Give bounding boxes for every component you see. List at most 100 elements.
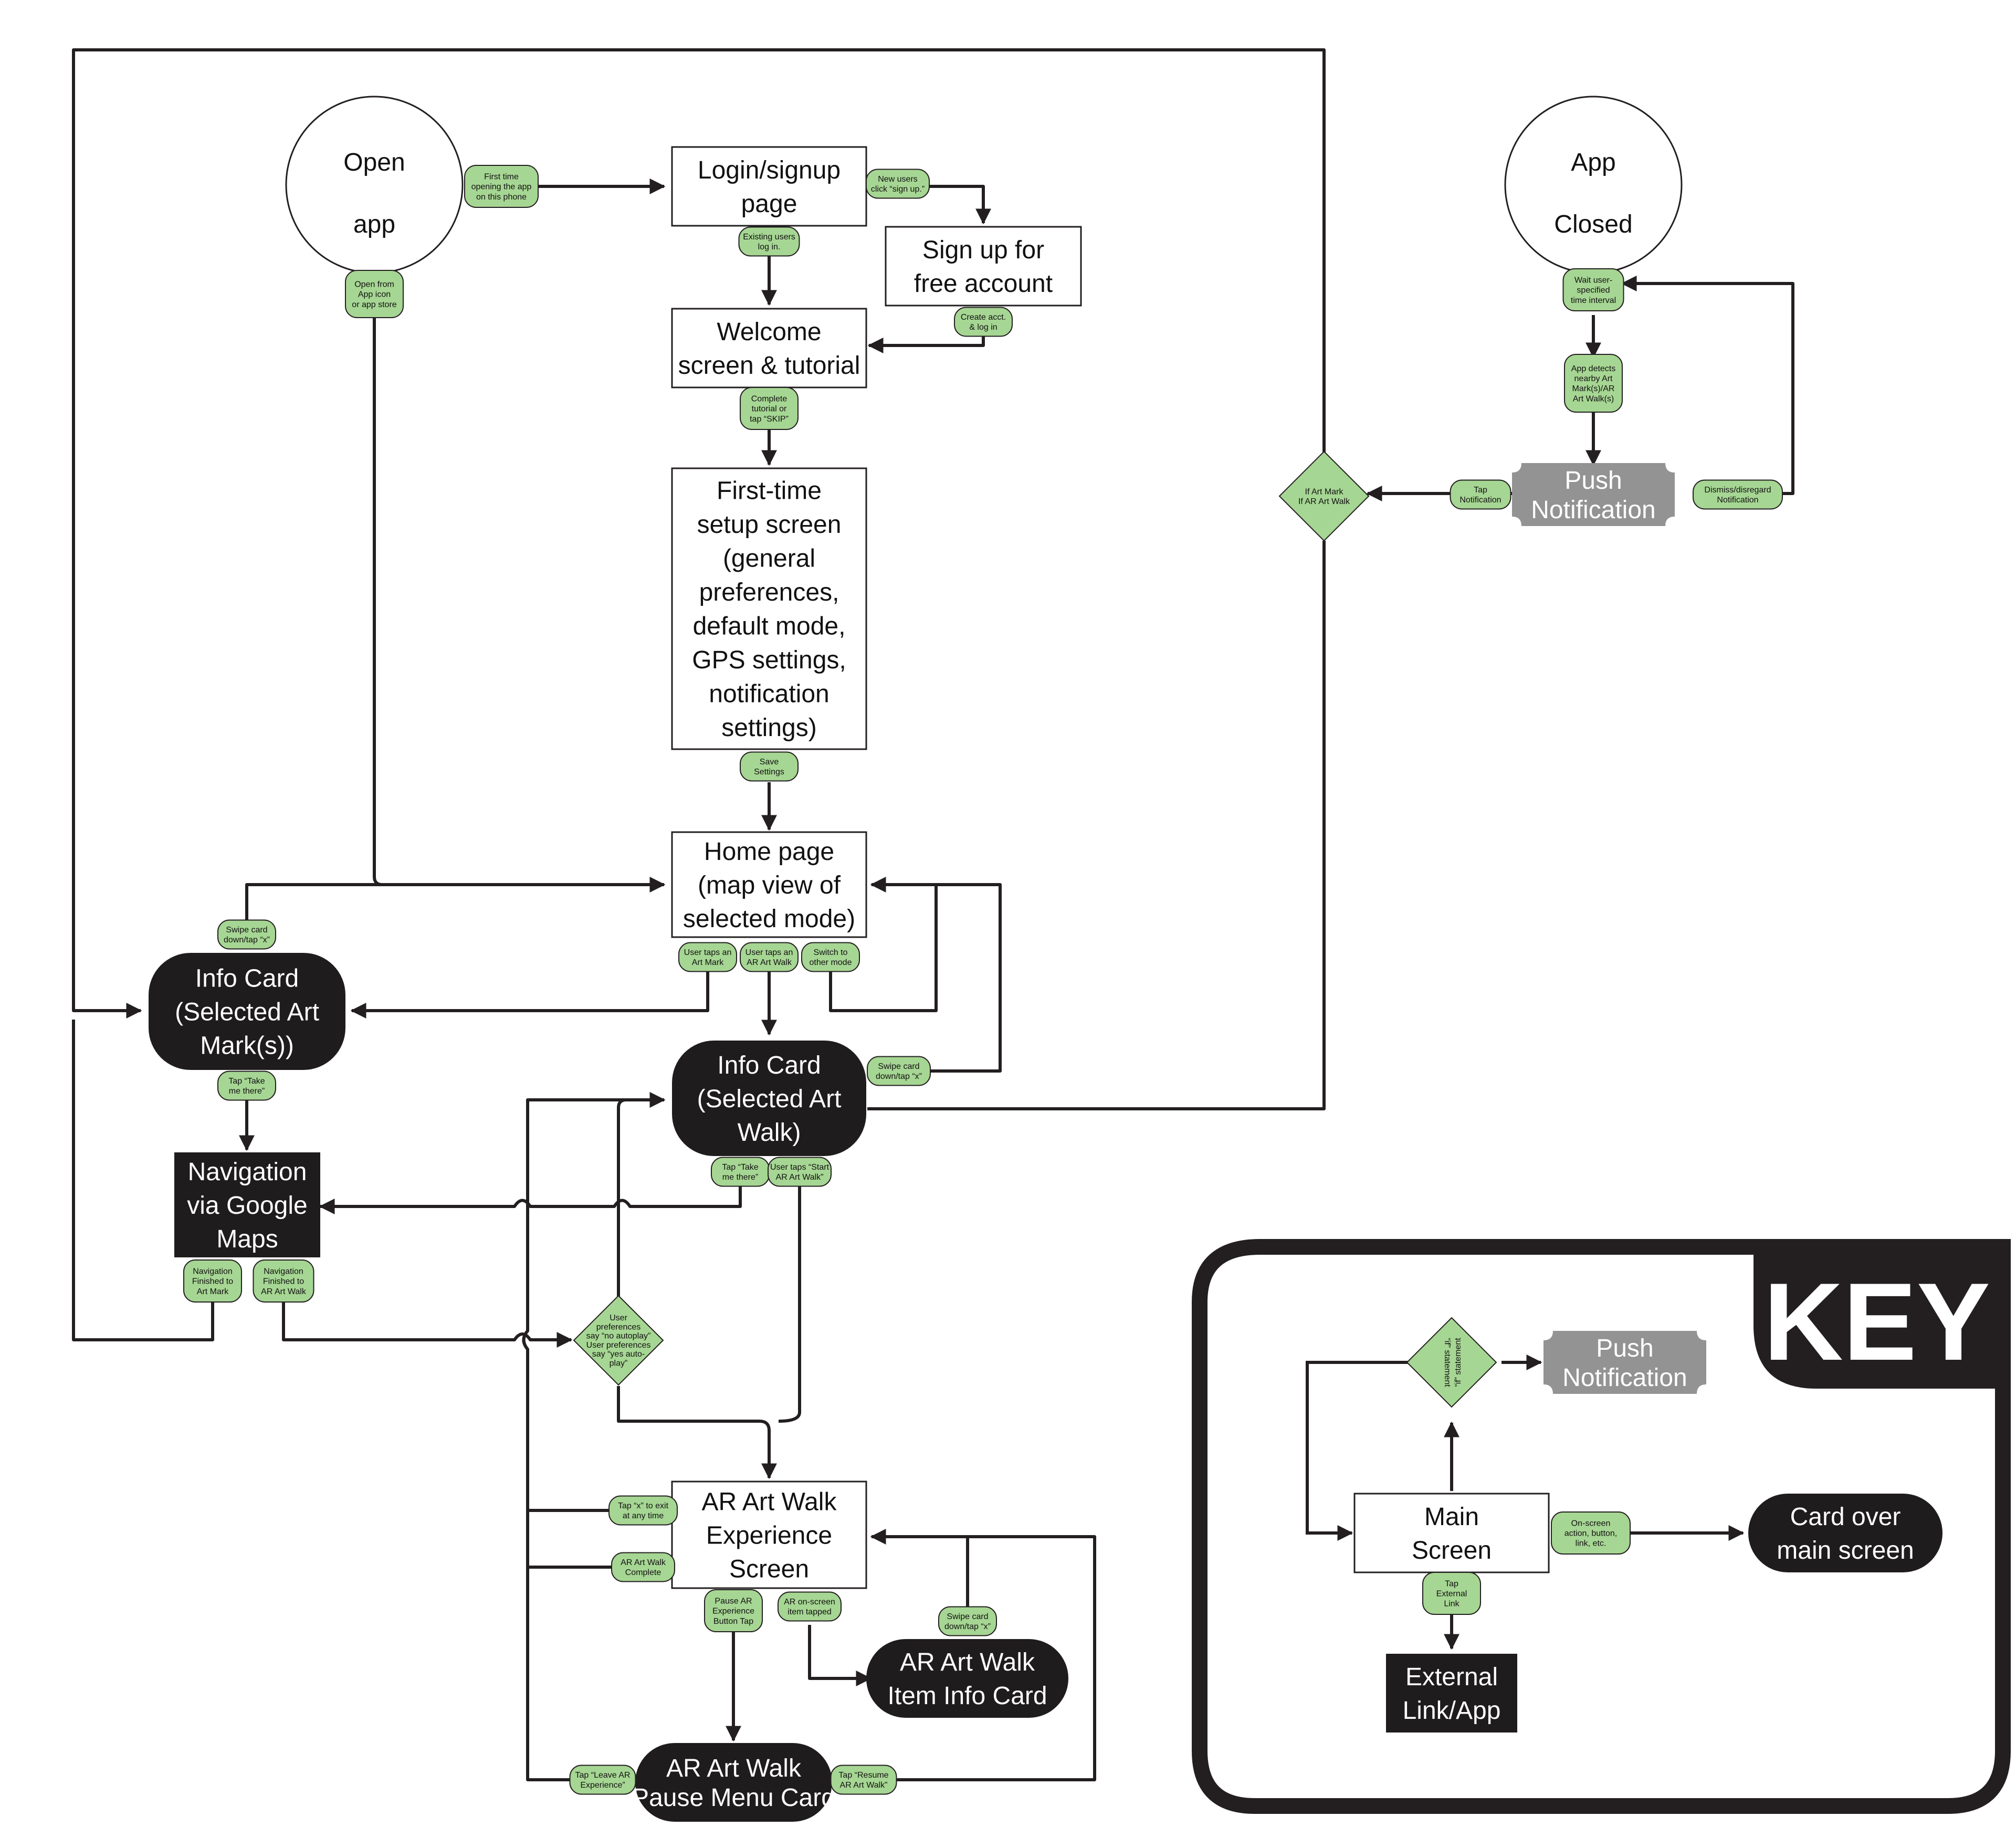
if-mark-walk-diamond-shape xyxy=(1278,450,1370,542)
complete-tutorial-label-pill xyxy=(740,387,799,430)
leave-ar-to-info-walk-arrow xyxy=(522,1092,666,1781)
wait-interval-label-pill xyxy=(1562,268,1624,311)
swipe-info-mark-label-pill xyxy=(217,919,276,950)
item-swipe-arrow xyxy=(870,1529,969,1606)
new-users-label-pill xyxy=(866,169,930,199)
app-detects-label-pill xyxy=(1564,354,1623,413)
dismiss-loop-arrow xyxy=(1621,276,1794,495)
nav-finished-mark-line xyxy=(72,1020,214,1341)
key-external-box xyxy=(1386,1654,1517,1732)
autoplay-diamond-shape xyxy=(573,1295,664,1386)
key-main-screen-box xyxy=(1353,1493,1550,1573)
key-title-tab xyxy=(1754,1250,2000,1389)
ar-walk-experience-node-box xyxy=(671,1480,867,1589)
no-autoplay-arrow xyxy=(617,1092,666,1297)
key-if-statement-1: “if” statement xyxy=(1443,1338,1452,1387)
onscreen-item-arrow xyxy=(808,1625,872,1686)
ar-item-card-node-box xyxy=(866,1639,1068,1718)
start-walk-line xyxy=(778,1184,801,1423)
key-if-loop-arrow xyxy=(1306,1361,1452,1541)
first-time-label-pill xyxy=(464,165,539,208)
swipe-info-walk-label-pill xyxy=(867,1056,931,1086)
take-me-there-mark-label-pill xyxy=(217,1070,276,1101)
create-account-label: Create acct.& log in xyxy=(954,307,1013,337)
nav-finished-mark-label-pill xyxy=(183,1259,242,1303)
key-tap-external-label-pill xyxy=(1422,1572,1481,1615)
key-onscreen-action-label-pill xyxy=(1551,1511,1631,1555)
setup-node-box xyxy=(671,467,867,750)
info-walk-swipe-line xyxy=(930,883,1002,1073)
tap-x-exit-label-pill xyxy=(608,1495,678,1526)
login-signup-node-box xyxy=(671,146,867,227)
start-ar-walk-label-pill xyxy=(768,1157,832,1187)
push-notification-node-shape xyxy=(1512,463,1675,526)
key-card-box xyxy=(1748,1494,1942,1572)
tap-art-mark-label-pill xyxy=(678,942,737,972)
